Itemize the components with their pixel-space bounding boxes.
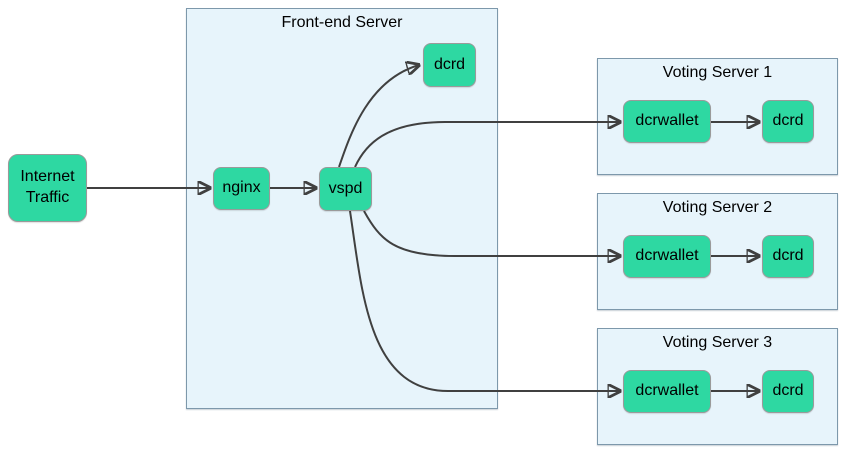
node-voting-server-1-dcrwallet: dcrwallet (623, 100, 711, 143)
node-voting-server-2-dcrd: dcrd (762, 235, 814, 278)
edge-vspd-to-frontend-dcrd (338, 65, 419, 168)
node-voting-server-3-dcrd: dcrd (762, 370, 814, 413)
voting-server-1-title: Voting Server 1 (662, 64, 773, 81)
node-internet-traffic: Internet Traffic (8, 154, 87, 222)
edge-vspd-to-voting-server-3-dcrwallet (349, 210, 620, 391)
node-vspd: vspd (319, 167, 372, 211)
node-frontend-dcrd: dcrd (423, 43, 476, 87)
voting-server-3-title: Voting Server 3 (662, 334, 773, 351)
node-voting-server-3-dcrwallet: dcrwallet (623, 370, 711, 413)
edge-vspd-to-voting-server-1-dcrwallet (354, 122, 620, 168)
frontend-server-title: Front-end Server (281, 14, 403, 31)
voting-server-2-title: Voting Server 2 (662, 199, 773, 216)
node-nginx: nginx (213, 167, 270, 210)
node-voting-server-1-dcrd: dcrd (762, 100, 814, 143)
node-voting-server-2-dcrwallet: dcrwallet (623, 235, 711, 278)
edge-vspd-to-voting-server-2-dcrwallet (363, 210, 620, 256)
